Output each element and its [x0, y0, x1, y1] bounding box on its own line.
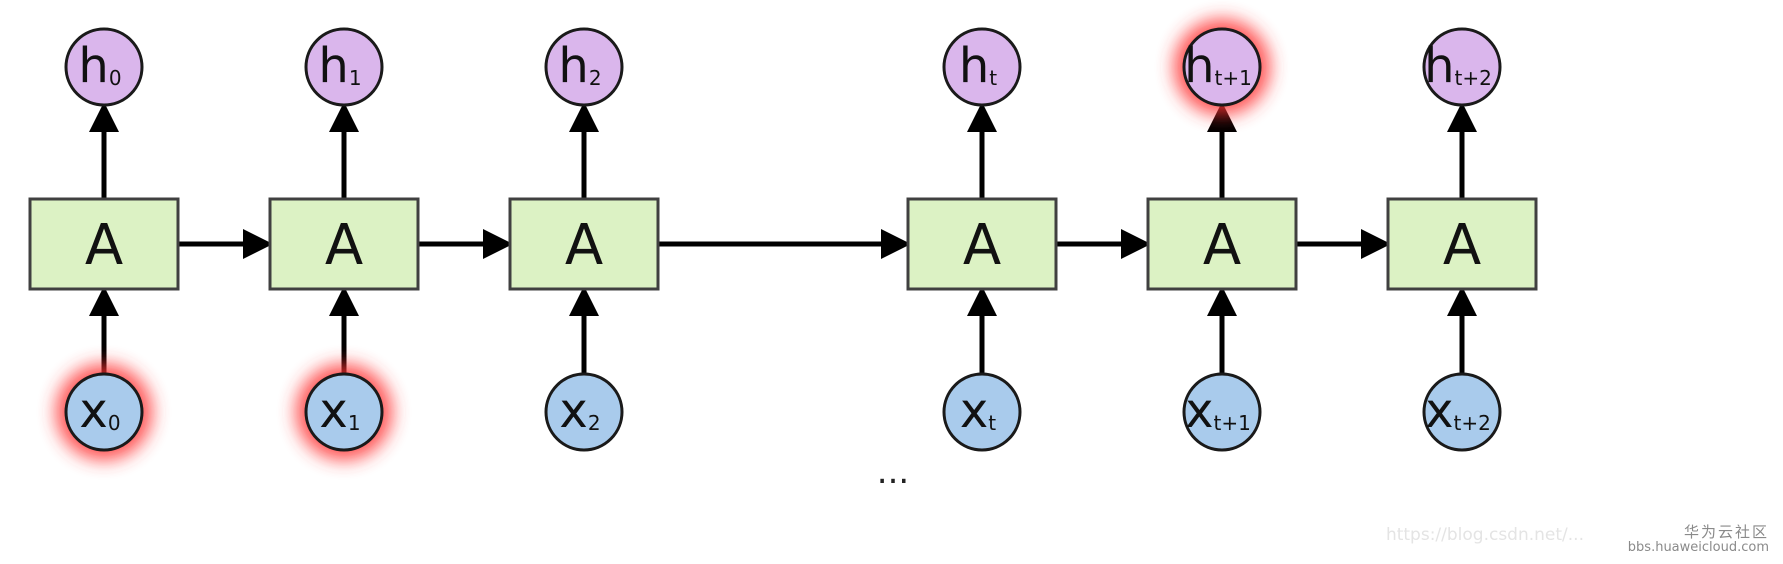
input-node-symbol: x — [960, 383, 988, 439]
rnn-cell-label: A — [325, 213, 363, 278]
input-node: x0 — [56, 364, 152, 460]
input-node-circle — [1182, 372, 1262, 452]
hidden-state-node: h2 — [544, 27, 624, 107]
hidden-state-node-circle — [304, 27, 384, 107]
hidden-state-node-symbol: h — [959, 38, 989, 94]
watermark-faint-url: https://blog.csdn.net/... — [1385, 525, 1584, 546]
hidden-state-node-circle — [64, 27, 144, 107]
hidden-state-node-label: h0 — [78, 38, 121, 94]
hidden-state-node-symbol: h — [78, 38, 108, 94]
input-node-symbol: x — [1185, 383, 1213, 439]
rnn-cell-label: A — [1203, 213, 1241, 278]
input-node-circle — [942, 372, 1022, 452]
hidden-state-node: ht+1 — [1174, 19, 1270, 115]
input-node-symbol: x — [559, 383, 587, 439]
hidden-state-node: h1 — [304, 27, 384, 107]
hidden-state-node-label: ht — [959, 38, 997, 94]
rnn-cell-box — [906, 197, 1058, 291]
hidden-state-node-subscript: 0 — [109, 66, 122, 90]
rnn-cell: A — [28, 197, 180, 291]
connection-layer — [89, 102, 1477, 374]
rnn-cell-box — [28, 197, 180, 291]
input-node-subscript: 0 — [108, 411, 121, 435]
hidden-state-node-symbol: h — [558, 38, 588, 94]
rnn-cell: A — [906, 197, 1058, 291]
hidden-state-node-subscript: 1 — [349, 66, 362, 90]
input-node-subscript: t+2 — [1454, 411, 1491, 435]
hidden-state-node: ht — [942, 27, 1022, 107]
input-node-subscript: t+1 — [1214, 411, 1251, 435]
input-node-symbol: x — [79, 383, 107, 439]
input-node: xt — [942, 372, 1022, 452]
rnn-cell: A — [1386, 197, 1538, 291]
watermark-url: bbs.huaweicloud.com — [1627, 540, 1769, 556]
rnn-cell-label: A — [1443, 213, 1481, 278]
input-node-circle — [544, 372, 624, 452]
hidden-state-node-circle — [942, 27, 1022, 107]
input-node-label: x1 — [319, 383, 360, 439]
hidden-state-node-symbol: h — [1424, 38, 1454, 94]
hidden-state-node-subscript: t+1 — [1215, 66, 1252, 90]
input-node-circle — [64, 372, 144, 452]
input-node: x1 — [296, 364, 392, 460]
rnn-cell: A — [508, 197, 660, 291]
hidden-state-node-circle — [544, 27, 624, 107]
input-node-label: xt — [960, 383, 996, 439]
rnn-cell-box — [1146, 197, 1298, 291]
input-node: xt+2 — [1422, 372, 1502, 452]
hidden-state-node-circle — [1422, 27, 1502, 107]
input-node-circle — [1422, 372, 1502, 452]
hidden-state-node-symbol: h — [318, 38, 348, 94]
input-node-subscript: 1 — [348, 411, 361, 435]
hidden-state-node-subscript: t+2 — [1455, 66, 1492, 90]
input-node-symbol: x — [319, 383, 347, 439]
watermark-title: 华为云社区 — [1683, 522, 1769, 541]
hidden-state-node-subscript: t — [989, 66, 997, 90]
rnn-cell-label: A — [85, 213, 123, 278]
input-node-label: x0 — [79, 383, 120, 439]
hidden-state-node-label: ht+1 — [1184, 38, 1252, 94]
hidden-state-node-subscript: 2 — [589, 66, 602, 90]
input-node: xt+1 — [1182, 372, 1262, 452]
rnn-cell: A — [268, 197, 420, 291]
hidden-state-node-label: ht+2 — [1424, 38, 1492, 94]
rnn-cell-label: A — [565, 213, 603, 278]
input-node-subscript: t — [988, 411, 996, 435]
rnn-cell-box — [508, 197, 660, 291]
input-node-label: x2 — [559, 383, 600, 439]
input-node-label: xt+2 — [1425, 383, 1491, 439]
rnn-cell: A — [1146, 197, 1298, 291]
input-node: x2 — [544, 372, 624, 452]
input-node-symbol: x — [1425, 383, 1453, 439]
rnn-cell-box — [268, 197, 420, 291]
hidden-state-node-label: h2 — [558, 38, 601, 94]
watermark: https://blog.csdn.net/... 华为云社区 bbs.huaw… — [1386, 522, 1769, 556]
input-node-subscript: 2 — [588, 411, 601, 435]
hidden-state-node-symbol: h — [1184, 38, 1214, 94]
sequence-ellipsis: ... — [877, 452, 909, 492]
hidden-state-node-circle — [1182, 27, 1262, 107]
rnn-cell-label: A — [963, 213, 1001, 278]
hidden-state-node: h0 — [64, 27, 144, 107]
hidden-state-node: ht+2 — [1422, 27, 1502, 107]
input-node-circle — [304, 372, 384, 452]
hidden-state-node-label: h1 — [318, 38, 361, 94]
input-node-label: xt+1 — [1185, 383, 1251, 439]
rnn-cell-box — [1386, 197, 1538, 291]
